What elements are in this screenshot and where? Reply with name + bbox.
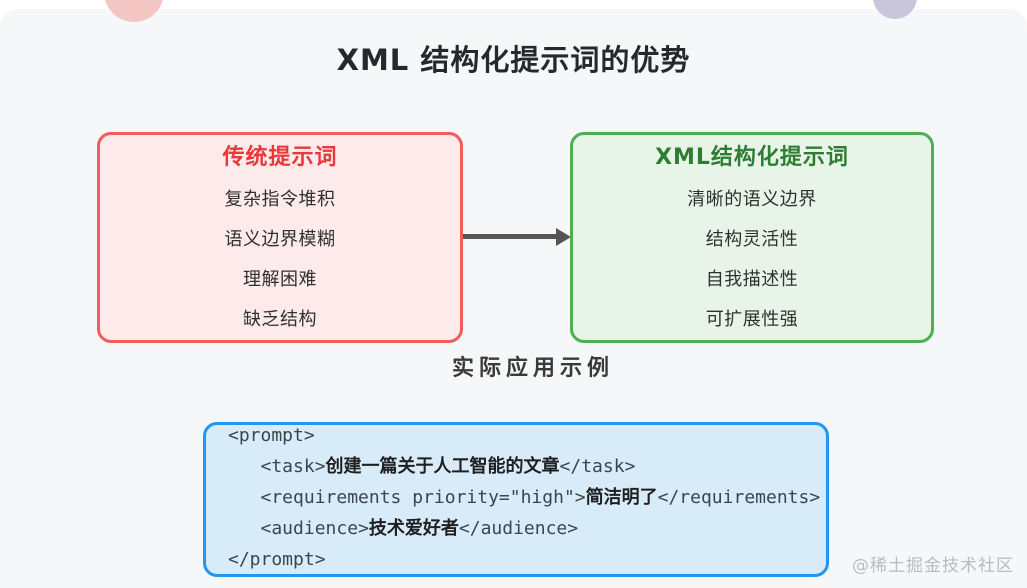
xml-prompt-box-title: XML结构化提示词 [655,145,849,170]
decor-circle-pink [104,0,164,22]
xml-prompt-box: XML结构化提示词 清晰的语义边界 结构灵活性 自我描述性 可扩展性强 [570,132,934,343]
code-line-2: <task>创建一篇关于人工智能的文章</task> [228,456,636,477]
arrow-right-icon [556,227,571,246]
watermark: @稀土掘金技术社区 [852,556,1014,576]
code-lines: <prompt> <task>创建一篇关于人工智能的文章</task> <req… [228,425,826,574]
page-title: XML 结构化提示词的优势 [336,43,691,77]
traditional-item-4: 缺乏结构 [243,309,317,330]
code-line-5: </prompt> [228,549,326,570]
code-line-3: <requirements priority="high">简洁明了</requ… [228,487,821,508]
traditional-item-2: 语义边界模糊 [224,229,336,250]
traditional-item-3: 理解困难 [243,269,317,290]
traditional-item-1: 复杂指令堆积 [224,189,336,210]
code-line-1: <prompt> [228,425,315,446]
code-line-4: <audience>技术爱好者</audience> [228,518,579,539]
section-label: 实际应用示例 [452,356,615,381]
arrow-line [463,234,560,239]
xml-item-2: 结构灵活性 [705,229,799,250]
xml-item-1: 清晰的语义边界 [687,189,817,210]
code-example-box: <prompt> <task>创建一篇关于人工智能的文章</task> <req… [203,422,829,577]
xml-item-4: 可扩展性强 [705,309,799,330]
decor-circle-purple [873,0,917,19]
traditional-prompt-box-title: 传统提示词 [222,145,338,170]
xml-item-3: 自我描述性 [705,269,799,290]
traditional-prompt-box: 传统提示词 复杂指令堆积 语义边界模糊 理解困难 缺乏结构 [97,132,463,343]
